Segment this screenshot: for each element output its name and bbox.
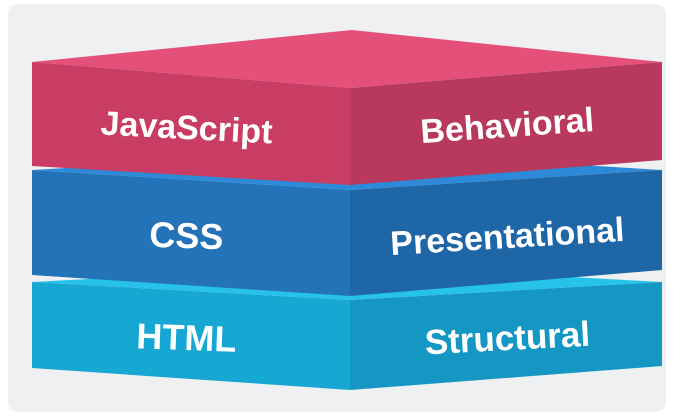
html-layer-right-face xyxy=(350,282,662,390)
css-technology-label: CSS xyxy=(149,214,224,258)
html-role-label: Structural xyxy=(424,315,591,363)
html-technology-label: HTML xyxy=(136,315,237,359)
css-layer-left-face xyxy=(32,170,350,296)
javascript-technology-label: JavaScript xyxy=(100,105,274,152)
html-layer-left-face xyxy=(32,282,350,390)
css-layer-right-face xyxy=(350,170,662,296)
javascript-layer-left-face xyxy=(32,62,350,185)
javascript-layer: JavaScript Behavioral xyxy=(32,30,662,185)
javascript-layer-top-face xyxy=(32,30,662,88)
javascript-layer-right-face xyxy=(350,62,662,185)
